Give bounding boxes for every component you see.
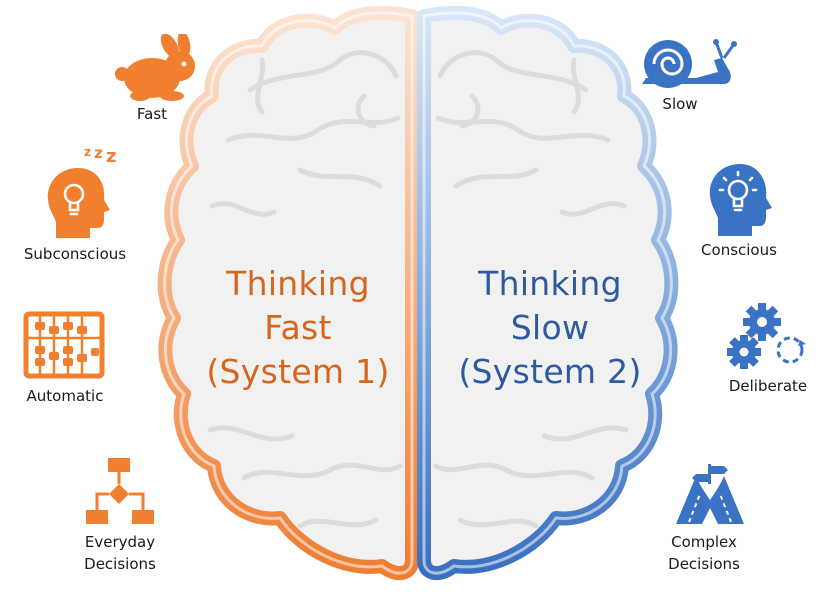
- snail-icon: [642, 39, 737, 88]
- trait-label-line: Conscious: [701, 241, 777, 259]
- trait-label-subconscious: Subconscious: [10, 244, 140, 266]
- trait-label-fast: Fast: [112, 104, 192, 126]
- trait-label-line: Complex: [671, 533, 737, 551]
- system1-title-line: (System 1): [206, 352, 390, 391]
- abacus-icon: [23, 311, 105, 379]
- trait-label-line: Automatic: [26, 387, 104, 405]
- trait-label-line: Deliberate: [728, 377, 808, 395]
- system1-title: Thinking Fast (System 1): [198, 262, 398, 394]
- trait-label-line: Everyday: [84, 533, 156, 551]
- right-hemisphere: [417, 5, 679, 581]
- trait-label-line: Slow: [662, 95, 698, 113]
- system1-title-line: Thinking: [226, 264, 370, 303]
- svg-text:z: z: [106, 146, 116, 167]
- left-brain-folds: [207, 50, 403, 529]
- right-brain-folds: [433, 50, 629, 529]
- system1-title-line: Fast: [264, 308, 332, 347]
- trait-label-line: Decisions: [84, 554, 156, 573]
- road-signpost-icon: [676, 464, 744, 524]
- flowchart-icon: [86, 458, 154, 524]
- head-lightbulb-icon: [709, 164, 772, 236]
- trait-label-deliberate: Deliberate: [712, 376, 824, 398]
- system2-title: Thinking Slow (System 2): [450, 262, 650, 394]
- system2-title-line: Thinking: [478, 264, 622, 303]
- trait-label-slow: Slow: [640, 94, 720, 116]
- trait-label-conscious: Conscious: [684, 240, 794, 262]
- rabbit-icon: [115, 34, 195, 101]
- trait-label-line: Decisions: [668, 554, 740, 573]
- system2-title-line: (System 2): [458, 352, 642, 391]
- left-hemisphere: [157, 5, 419, 581]
- system2-title-line: Slow: [510, 308, 590, 347]
- trait-label-everyday-decisions: Everyday Decisions: [70, 532, 170, 576]
- sleeping-head-lightbulb-icon: z z z: [47, 144, 116, 238]
- svg-text:z: z: [94, 144, 103, 162]
- trait-label-automatic: Automatic: [12, 386, 118, 408]
- trait-label-line: Subconscious: [23, 245, 127, 263]
- trait-label-line: Fast: [136, 105, 168, 123]
- svg-text:z: z: [84, 145, 91, 159]
- trait-label-complex-decisions: Complex Decisions: [652, 532, 756, 576]
- gears-cycle-icon: [727, 303, 806, 369]
